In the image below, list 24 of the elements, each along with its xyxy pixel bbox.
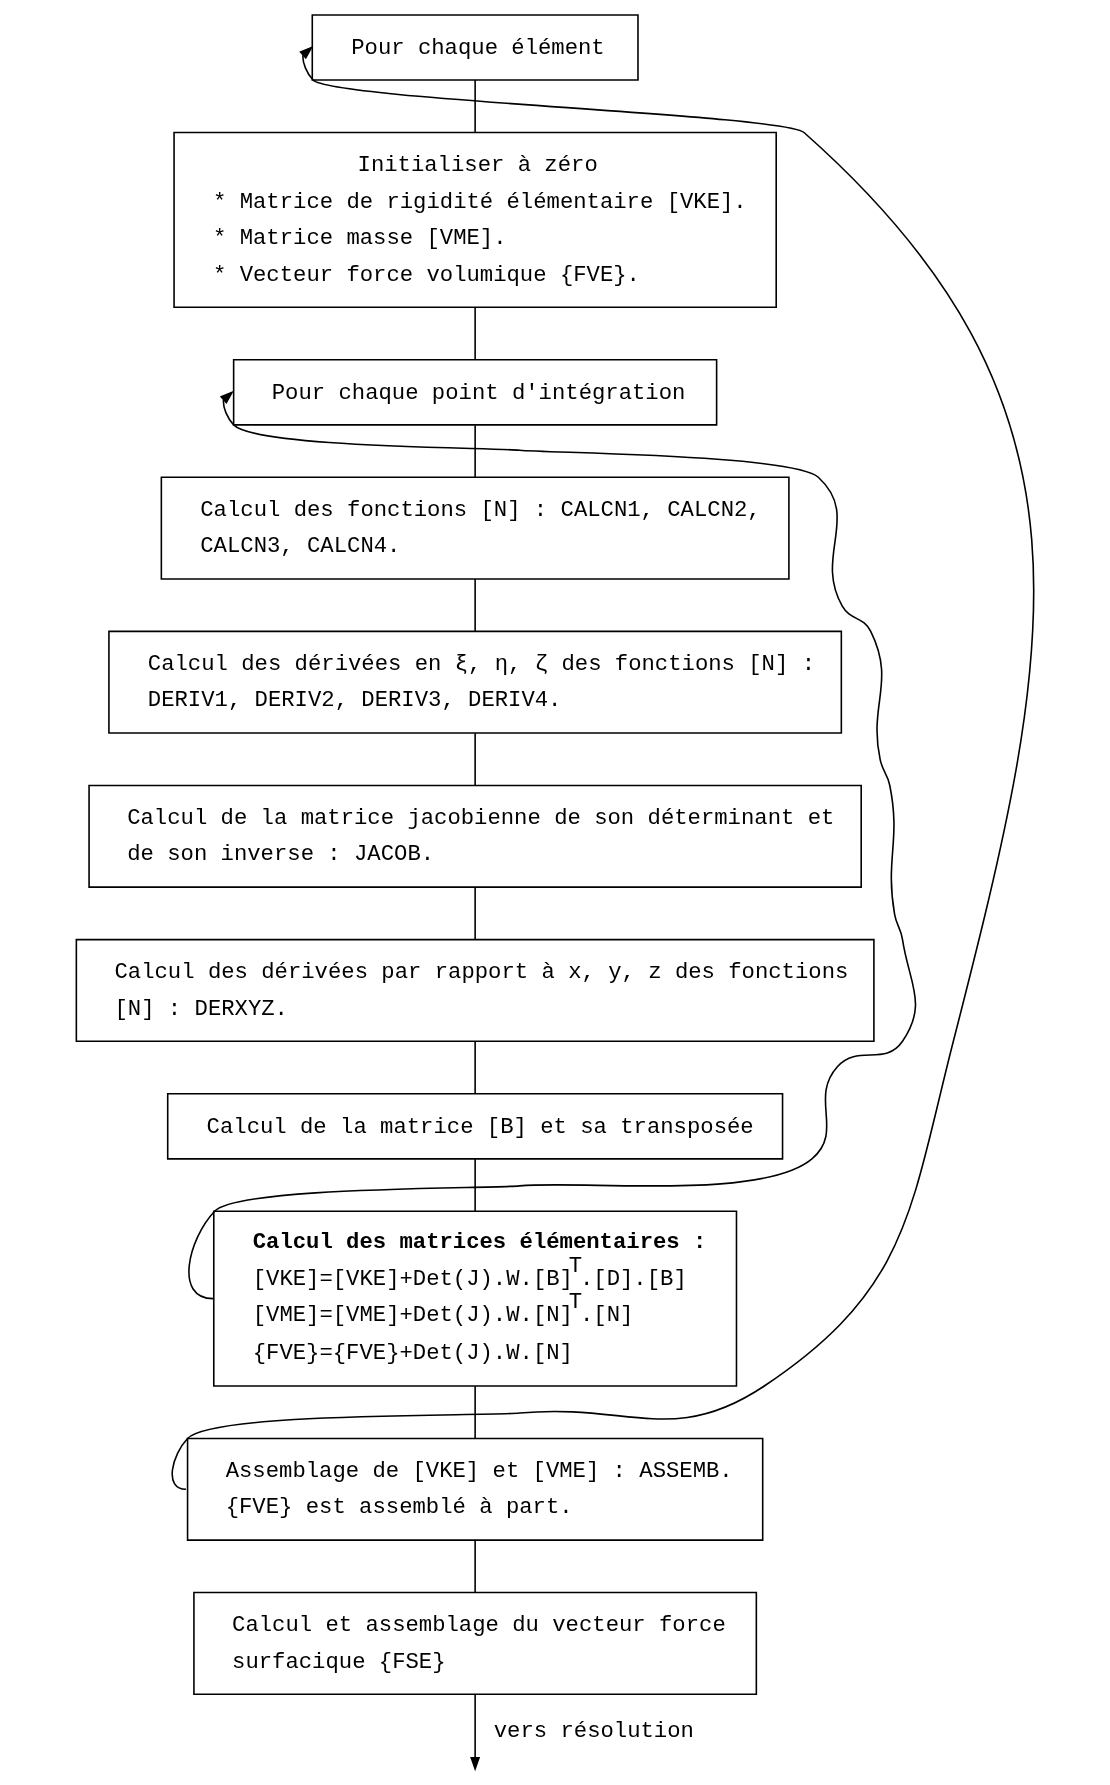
arrow — [187, 390, 916, 1300]
connector — [473, 1040, 476, 1095]
node-box: Calcul de la matrice [B] et sa transposée — [166, 1092, 783, 1160]
node-box: Initialiser à zéro * Matrice de rigidité élémentaire [VKE]. * Matrice masse [VME]. * Vecteur force volumique {FVE}. — [172, 131, 777, 309]
connector — [473, 424, 476, 478]
node-box: Calcul des dérivées en ξ, η, ζ des fonctions [N] : DERIV1, DERIV2, DERIV3, DERIV4. — [107, 630, 842, 734]
connector — [473, 306, 476, 361]
connector — [473, 886, 476, 941]
edge-label: vers résolution — [493, 1718, 694, 1745]
node-box: Pour chaque point d'intégration — [232, 358, 717, 426]
connector — [473, 578, 476, 632]
node-box: Assemblage de [VKE] et [VME] : ASSEMB. {FVE} est assemblé à part. — [186, 1437, 763, 1541]
connector — [473, 1539, 476, 1594]
node-box: Calcul des fonctions [N] : CALCN1, CALCN2, CALCN3, CALCN4. — [160, 476, 790, 580]
connector — [473, 79, 476, 134]
node-box: Calcul de la matrice jacobienne de son déterminant et de son inverse : JACOB. — [87, 784, 862, 888]
connector — [473, 732, 476, 786]
connector — [473, 1158, 476, 1212]
node-box: Pour chaque élément — [311, 14, 639, 81]
node-box: Calcul des dérivées par rapport à x, y, z des fonctions [N] : DERXYZ. — [75, 938, 875, 1043]
arrow — [469, 1693, 480, 1772]
arrow — [170, 45, 1034, 1491]
node-box: Calcul et assemblage du vecteur force surfacique {FSE} — [192, 1591, 757, 1696]
connector — [473, 1385, 476, 1439]
